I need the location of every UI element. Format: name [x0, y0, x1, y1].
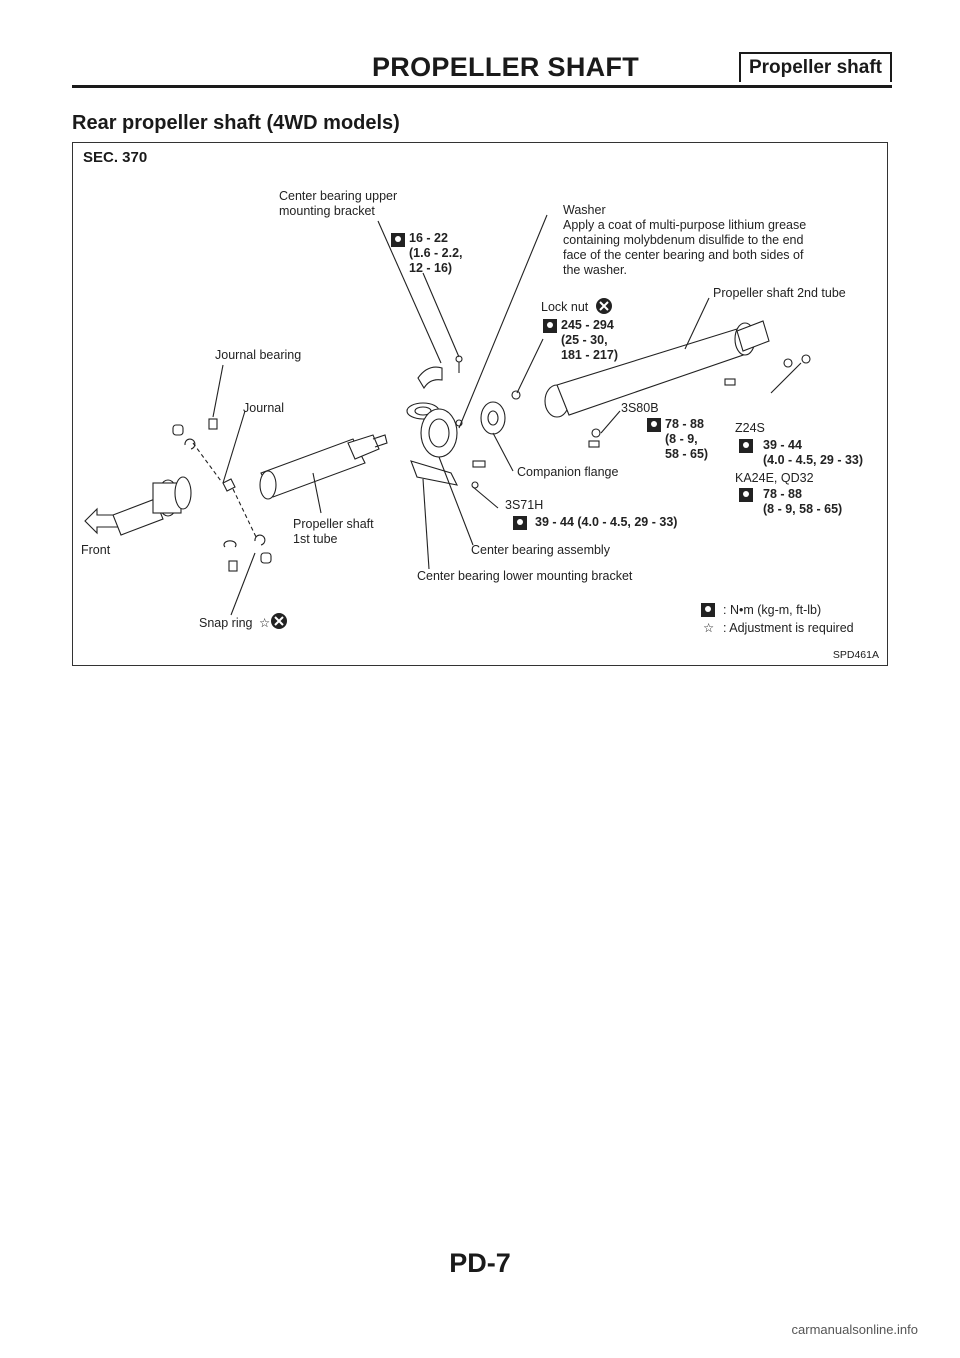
legend-torque: : N•m (kg-m, ft-lb)	[723, 603, 822, 617]
replace-part-icon	[596, 298, 612, 314]
label-z24s: Z24S	[735, 421, 765, 435]
exploded-view-figure: SEC. 370 Center bearing upper mounting b…	[72, 142, 888, 666]
torque-wrench-icon	[391, 233, 405, 247]
label-center-bearing-lower-bracket: Center bearing lower mounting bracket	[417, 569, 633, 583]
legend-adjustment: : Adjustment is required	[723, 621, 854, 635]
header-title: PROPELLER SHAFT	[372, 52, 640, 82]
footer-site: carmanualsonline.info	[791, 1322, 918, 1337]
torque-wrench-icon	[739, 488, 753, 502]
torque-wrench-icon	[701, 603, 715, 617]
label-propeller-shaft-2nd-tube: Propeller shaft 2nd tube	[713, 286, 846, 300]
torque-ka24e-qd32: 78 - 88 (8 - 9, 58 - 65)	[763, 487, 843, 516]
section-code: SEC. 370	[83, 149, 148, 166]
figure-code: SPD461A	[832, 649, 879, 661]
label-propeller-shaft-1st-tube: Propeller shaft 1st tube	[293, 517, 374, 546]
label-journal: Journal	[243, 401, 284, 415]
torque-wrench-icon	[543, 319, 557, 333]
legend-star-icon: ☆	[703, 621, 715, 635]
torque-3s80b: 78 - 88 (8 - 9, 58 - 65)	[665, 417, 709, 461]
adjustment-star-icon: ☆	[259, 616, 271, 630]
label-ka24e-qd32: KA24E, QD32	[735, 471, 814, 485]
page-number: PD-7	[449, 1248, 511, 1278]
header-section-tab: Propeller shaft	[738, 52, 892, 82]
torque-lock-nut: 245 - 294 (25 - 30, 181 - 217)	[561, 318, 618, 362]
label-center-bearing-assembly: Center bearing assembly	[471, 543, 610, 557]
label-snap-ring: Snap ring	[199, 616, 253, 630]
page-header: PROPELLER SHAFT Propeller shaft	[72, 52, 892, 88]
label-washer: Washer Apply a coat of multi-purpose lit…	[563, 203, 807, 277]
label-companion-flange: Companion flange	[517, 465, 619, 479]
torque-3s71h: 39 - 44 (4.0 - 4.5, 29 - 33)	[535, 515, 678, 529]
torque-wrench-icon	[739, 439, 753, 453]
torque-z24s: 39 - 44 (4.0 - 4.5, 29 - 33)	[763, 438, 864, 467]
torque-wrench-icon	[513, 516, 527, 530]
section-title: Rear propeller shaft (4WD models)	[72, 112, 400, 134]
header-rule	[72, 85, 892, 88]
torque-wrench-icon	[647, 418, 661, 432]
replace-part-icon	[271, 613, 287, 629]
label-center-bearing-upper-bracket: Center bearing upper mounting bracket	[279, 189, 398, 218]
torque-upper-bracket: 16 - 22 (1.6 - 2.2, 12 - 16)	[409, 231, 463, 275]
label-3s71h: 3S71H	[505, 498, 544, 512]
label-journal-bearing: Journal bearing	[215, 348, 302, 362]
exploded-view-drawing	[84, 214, 811, 616]
label-lock-nut: Lock nut	[541, 300, 589, 314]
label-front: Front	[81, 543, 111, 557]
label-3s80b: 3S80B	[621, 401, 659, 415]
